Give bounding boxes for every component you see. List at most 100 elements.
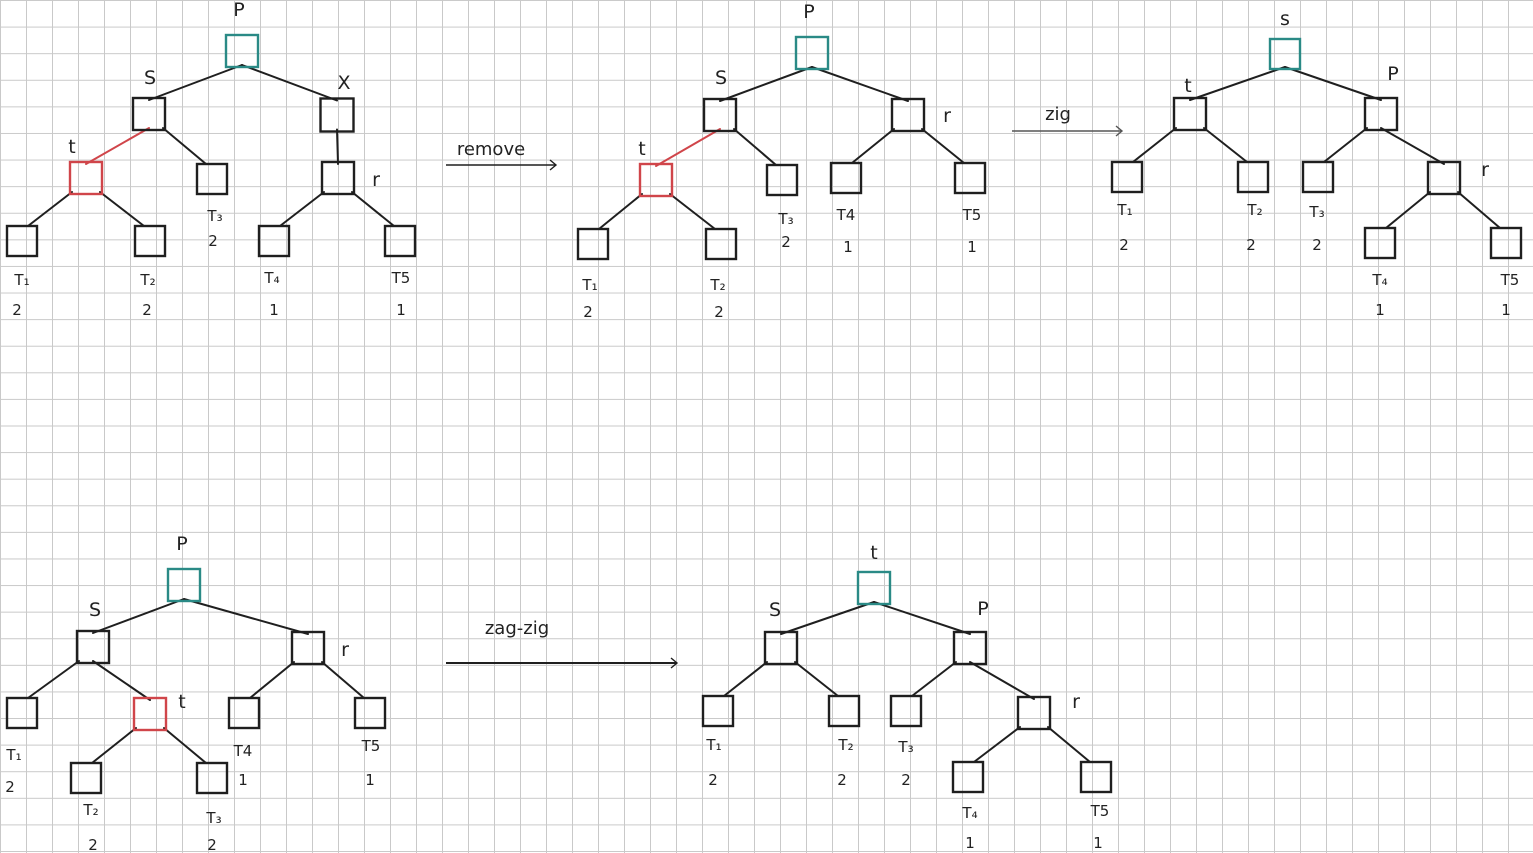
tree-before-remove-edge-x-r: [336, 128, 339, 165]
tree-before-remove-node-label-r: r: [372, 169, 380, 191]
tree-before-remove-node-r: [320, 160, 356, 196]
tree-after-zag-zig-edge-subtree-4: [1047, 726, 1091, 763]
tree-after-zag-zig-subtree-height-1: 2: [837, 771, 847, 789]
tree-after-remove-edge-p-r: [811, 66, 909, 102]
tree-after-zig-node-s: [1268, 37, 1302, 71]
tree-before-zag-zig-subtree-height-4: 2: [207, 836, 217, 853]
edges-layer: [27, 64, 1501, 764]
tree-before-zag-zig-subtree-label-1: T4: [233, 742, 253, 760]
tree-before-zag-zig-subtree-label-4: T₃: [205, 809, 221, 827]
tree-after-zag-zig-subtree-label-0: T₁: [705, 736, 721, 754]
tree-before-remove-subtree-label-1: T₂: [139, 271, 155, 289]
tree-before-zag-zig-edge-subtree-0: [27, 660, 80, 699]
tree-before-remove-subtree-height-0: 2: [12, 301, 22, 319]
tree-before-remove-subtree-box-3: [257, 224, 291, 258]
tree-after-zig-node-p: [1363, 96, 1399, 132]
tree-after-zig-subtree-label-2: T₃: [1308, 203, 1324, 221]
tree-after-zag-zig-node-p: [952, 630, 988, 666]
tree-after-zag-zig-subtree-box-3: [951, 760, 985, 794]
tree-before-remove-subtree-box-4: [383, 224, 417, 258]
tree-after-zag-zig-node-label-s: S: [769, 599, 781, 621]
tree-before-zag-zig-node-p: [166, 567, 202, 603]
tree-after-zig-edge-subtree-4: [1457, 191, 1501, 229]
arrow-label-0: remove: [457, 139, 525, 160]
tree-after-remove-node-r: [890, 97, 926, 133]
tree-before-zag-zig-node-label-t: t: [178, 691, 185, 713]
tree-after-remove-edge-subtree-3: [598, 193, 643, 230]
tree-after-zag-zig-edge-p-r: [969, 661, 1035, 700]
tree-after-zig-subtree-box-3: [1363, 226, 1397, 260]
tree-after-zag-zig-subtree-label-3: T₄: [961, 804, 977, 822]
tree-before-remove-edge-p-x: [241, 64, 338, 102]
tree-after-zig-subtree-height-1: 2: [1246, 236, 1256, 254]
tree-after-remove-subtree-height-0: 2: [781, 233, 791, 251]
tree-after-zag-zig-node-r: [1016, 695, 1052, 731]
tree-after-zag-zig-subtree-label-2: T₃: [897, 738, 913, 756]
tree-before-remove-node-label-p: P: [233, 0, 244, 21]
tree-before-zag-zig-edge-subtree-1: [249, 661, 295, 699]
tree-after-remove-subtree-label-1: T4: [836, 206, 856, 224]
tree-after-zag-zig-node-label-r: r: [1072, 691, 1080, 713]
tree-after-zig-node-label-r: r: [1481, 159, 1489, 181]
tree-before-remove-subtree-label-3: T₄: [263, 269, 279, 287]
tree-after-remove-node-t: [638, 162, 674, 198]
tree-after-zag-zig-edge-t-s: [780, 601, 875, 635]
tree-after-zag-zig-node-label-p: P: [977, 598, 988, 620]
tree-after-remove-edge-s-t: [655, 128, 721, 167]
tree-before-zag-zig-node-s: [75, 629, 111, 665]
tree-after-zig-edge-subtree-0: [1132, 127, 1177, 163]
tree-after-zag-zig-subtree-height-4: 1: [1093, 834, 1103, 852]
arrow-2-head: [670, 657, 679, 669]
tree-before-remove-subtree-box-0: [5, 224, 39, 258]
tree-before-remove-node-label-t: t: [68, 136, 75, 158]
tree-before-remove-edge-subtree-3: [279, 191, 325, 227]
tree-after-zig-edge-s-p: [1284, 66, 1382, 101]
tree-before-remove-subtree-box-2: [195, 162, 229, 196]
tree-after-zag-zig-subtree-box-1: [827, 694, 861, 728]
tree-after-zag-zig-subtree-height-3: 1: [965, 834, 975, 852]
tree-after-zig-subtree-height-0: 2: [1119, 236, 1129, 254]
tree-after-zag-zig-subtree-box-0: [701, 694, 735, 728]
tree-after-zig-edge-subtree-2: [1323, 127, 1368, 163]
tree-before-zag-zig-subtree-box-3: [69, 761, 103, 795]
tree-before-zag-zig-edge-subtree-2: [321, 661, 365, 699]
tree-before-zag-zig-subtree-box-2: [353, 696, 387, 730]
tree-after-remove-node-label-t: t: [638, 138, 645, 160]
tree-after-remove-edge-subtree-1: [851, 128, 895, 164]
tree-after-zig-edge-subtree-1: [1203, 127, 1248, 163]
tree-before-zag-zig-edge-subtree-3: [91, 727, 137, 764]
tree-after-zag-zig-subtree-label-1: T₂: [837, 736, 853, 754]
tree-after-zig-subtree-height-4: 1: [1501, 301, 1511, 319]
tree-after-zig-subtree-box-1: [1236, 160, 1270, 194]
tree-after-remove-subtree-label-2: T5: [962, 206, 982, 224]
tree-after-zag-zig-edge-subtree-0: [723, 661, 768, 697]
tree-before-remove-node-p: [224, 33, 260, 69]
tree-before-remove-subtree-height-3: 1: [269, 301, 279, 319]
tree-before-remove-node-label-x: X: [337, 72, 350, 94]
tree-after-remove-subtree-box-1: [829, 161, 863, 195]
tree-after-zag-zig-edge-t-p: [873, 601, 971, 635]
tree-after-zig-subtree-label-1: T₂: [1246, 201, 1262, 219]
arrow-1-head: [1115, 125, 1124, 137]
tree-after-remove-subtree-height-2: 1: [967, 238, 977, 256]
tree-after-zig-subtree-box-2: [1301, 160, 1335, 194]
tree-before-zag-zig-node-t: [132, 696, 168, 732]
tree-before-remove-subtree-label-0: T₁: [13, 271, 29, 289]
tree-after-remove-subtree-box-4: [704, 227, 738, 261]
tree-after-zag-zig-node-t: [856, 570, 892, 606]
tree-after-remove-subtree-height-3: 2: [583, 303, 593, 321]
tree-before-remove-subtree-height-1: 2: [142, 301, 152, 319]
tree-after-remove-edge-subtree-2: [921, 128, 965, 164]
nodes-layer: [5, 33, 1523, 795]
tree-before-remove-edge-subtree-4: [351, 191, 395, 227]
tree-after-remove-subtree-box-2: [953, 161, 987, 195]
tree-before-remove-subtree-height-4: 1: [396, 301, 406, 319]
tree-after-remove-node-label-p: P: [803, 1, 814, 23]
tree-after-zag-zig-node-s: [763, 630, 799, 666]
tree-after-zig-node-label-s: s: [1280, 8, 1290, 30]
tree-after-remove-subtree-height-4: 2: [714, 303, 724, 321]
tree-before-remove-subtree-height-2: 2: [208, 232, 218, 250]
arrow-label-2: zag-zig: [485, 618, 549, 639]
